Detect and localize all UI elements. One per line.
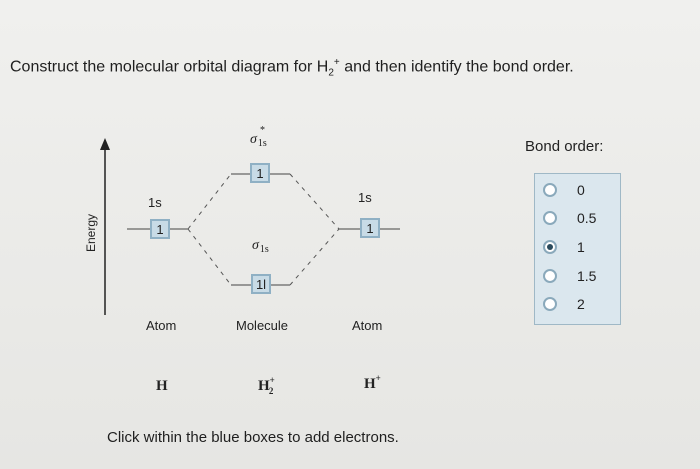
bonding-orbital-label: σ1s — [252, 238, 269, 255]
energy-arrow-icon — [100, 138, 110, 150]
correlation-line-left-lower — [187, 228, 232, 286]
left-orbital-label: 1s — [148, 195, 162, 210]
bonding-sigma: σ — [252, 238, 259, 253]
antibonding-subscript: 1s — [257, 138, 267, 149]
correlation-line-left-upper — [187, 173, 232, 230]
left-atom-column-label: Atom — [146, 318, 177, 333]
bond-order-option-label: 2 — [577, 296, 585, 312]
radio-button[interactable] — [543, 269, 557, 283]
radio-button[interactable] — [543, 240, 557, 254]
right-atom-orbital-box[interactable]: 1 — [360, 218, 380, 238]
bonding-orbital-box[interactable]: 1l — [251, 274, 271, 294]
question-superscript: + — [333, 57, 340, 68]
radio-button[interactable] — [543, 211, 557, 225]
correlation-line-right-lower — [289, 228, 340, 286]
energy-label: Energy — [84, 213, 98, 252]
antibonding-star: * — [260, 125, 265, 136]
bond-order-title: Bond order: — [525, 138, 604, 155]
molecule-column-label: Molecule — [236, 318, 289, 333]
question-text: Construct the molecular orbital diagram … — [10, 57, 574, 79]
right-atom-column-label: Atom — [352, 318, 383, 333]
radio-button[interactable] — [543, 183, 557, 197]
right-atom-formula-sup: + — [375, 373, 381, 383]
instruction-text: Click within the blue boxes to add elect… — [107, 429, 399, 446]
question-prefix: Construct the molecular orbital diagram … — [10, 58, 329, 76]
antibonding-orbital-box[interactable]: 1 — [250, 163, 270, 183]
bond-order-option-label: 1 — [577, 239, 585, 255]
antibonding-orbital-label: σ* 1s — [250, 125, 267, 149]
bond-order-option-1[interactable]: 1 — [543, 237, 585, 257]
bond-order-option-label: 0 — [577, 182, 585, 198]
bond-order-option-1-5[interactable]: 1.5 — [543, 266, 596, 286]
correlation-line-right-upper — [289, 173, 340, 230]
bond-order-option-2[interactable]: 2 — [543, 294, 585, 314]
bond-order-option-label: 1.5 — [577, 268, 597, 284]
bond-order-option-0[interactable]: 0 — [543, 180, 585, 200]
right-atom-formula-main: H — [364, 376, 376, 392]
molecule-formula-sub: 2 — [268, 386, 274, 396]
bond-order-option-0-5[interactable]: 0.5 — [543, 208, 596, 228]
bonding-subscript: 1s — [259, 244, 269, 255]
molecule-formula-main: H — [258, 378, 270, 394]
molecule-formula: H+2 — [258, 375, 279, 396]
bond-order-option-label: 0.5 — [577, 210, 597, 226]
left-atom-formula: H — [156, 378, 168, 394]
bond-order-options-panel: 0 0.5 1 1.5 2 — [534, 173, 621, 325]
question-subscript: 2 — [328, 67, 334, 79]
antibonding-sigma: σ — [250, 132, 257, 147]
radio-button[interactable] — [543, 297, 557, 311]
right-atom-formula: H+ — [364, 373, 381, 393]
left-atom-orbital-box[interactable]: 1 — [150, 219, 170, 239]
right-orbital-label: 1s — [358, 190, 372, 205]
question-suffix: and then identify the bond order. — [339, 58, 574, 76]
molecule-formula-sup: + — [269, 375, 275, 385]
